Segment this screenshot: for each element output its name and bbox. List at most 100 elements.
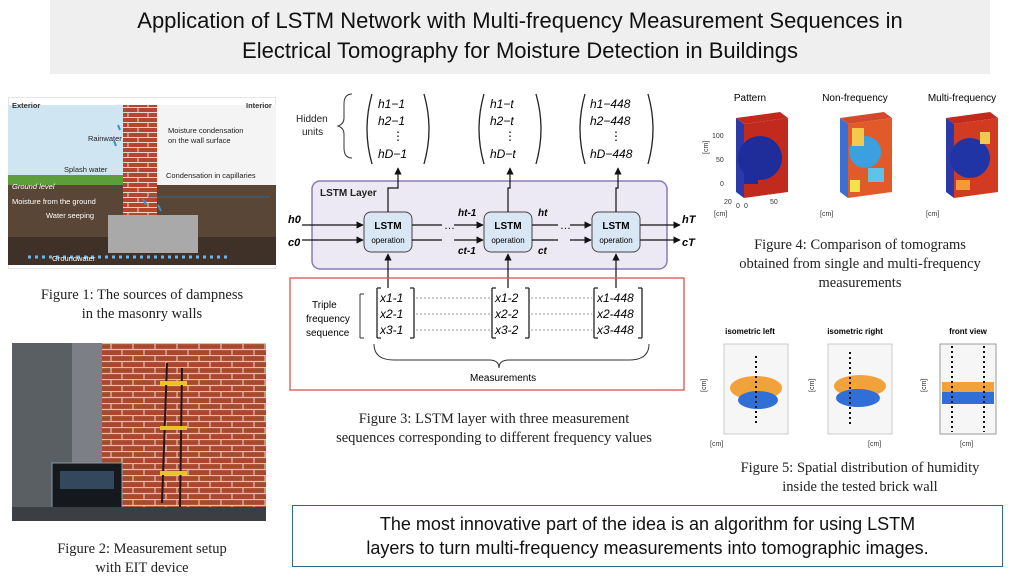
x-mid-1: x2-2: [494, 307, 519, 321]
lstm-cell-2: [483, 211, 533, 253]
hidden-units-label-1: Hidden: [296, 114, 328, 125]
fig5-axis-unit-y1: [cm]: [701, 379, 708, 392]
fig5-axis-unit-y2: [cm]: [809, 379, 816, 392]
fig4-tick-50b: 50: [770, 199, 778, 206]
input-vector-first: x1-1 x2-1 x3-1: [376, 287, 415, 339]
x-last-2: x3-448: [596, 323, 634, 337]
innovation-box: [292, 505, 1003, 567]
h-mid-1: h2−t: [490, 114, 514, 128]
lstm-cell-1-sub: operation: [371, 236, 404, 245]
innovation-statement: The most innovative part of the idea is …: [292, 512, 1003, 560]
fig4-tick-50: 50: [716, 157, 724, 164]
fig5-label-isometric-right: isometric right: [827, 327, 883, 336]
figure-4-caption-line-1: Figure 4: Comparison of tomograms: [754, 237, 966, 253]
label-condensation-wall-1: Moisture condensation: [168, 126, 243, 135]
figure-2-caption: Figure 2: Measurement setup with EIT dev…: [4, 540, 280, 578]
eit-device-panel: [60, 471, 114, 489]
figure-1-caption: Figure 1: The sources of dampness in the…: [4, 286, 280, 324]
measurements-brace: [373, 343, 650, 369]
label-interior: Interior: [246, 101, 272, 110]
measurements-box: [289, 277, 685, 391]
x-mid-0: x1-2: [494, 291, 519, 305]
hidden-units-label-2: units: [302, 127, 323, 138]
tomogram-pattern: [736, 112, 788, 198]
figure-2-caption-line-2: with EIT device: [95, 560, 189, 576]
sky-area: [8, 105, 123, 180]
input-dotted-links: [416, 297, 592, 331]
brick-wall: [123, 105, 157, 217]
fig5-axis-unit-x3: [cm]: [960, 441, 973, 448]
grass-strip: [8, 175, 123, 185]
hidden-vector-mid: h1−t h2−t ⋮ hD−t: [478, 93, 542, 165]
figure-4-caption-line-2: obtained from single and multi-frequency: [739, 256, 981, 272]
fig5-axis-unit-x1: [cm]: [710, 441, 723, 448]
fig4-tick-0: 0: [720, 181, 724, 188]
lstm-cell-3-title: LSTM: [602, 221, 629, 232]
label-ct: ct: [538, 246, 548, 257]
fig4-axis-unit-x3: [cm]: [926, 211, 939, 218]
x-first-1: x2-1: [379, 307, 403, 321]
figure-4-tomograms: Pattern Non-frequency Multi-frequency 10…: [703, 93, 998, 218]
lstm-cell-1: [363, 211, 413, 253]
h-first-3: hD−1: [378, 147, 407, 161]
label-splash-water: Splash water: [64, 165, 108, 174]
figure-1-caption-line-2: in the masonry walls: [81, 306, 203, 322]
fig4-label-multi-frequency: Multi-frequency: [928, 93, 996, 104]
dots-1: …: [444, 220, 455, 232]
humidity-plot-right: [827, 343, 893, 435]
label-c0: c0: [288, 237, 301, 249]
h-first-1: h2−1: [378, 114, 405, 128]
electrode-rods: [161, 362, 183, 509]
interior-space: [157, 105, 276, 185]
innovation-line-1: The most innovative part of the idea is …: [379, 514, 916, 534]
figure-1-caption-line-1: Figure 1: The sources of dampness: [40, 287, 244, 303]
fig4-axis-unit-x2: [cm]: [820, 211, 833, 218]
figure-5-humidity: isometric left isometric right front vie…: [701, 327, 997, 448]
tomogram-multi-frequency: [946, 112, 998, 198]
lstm-cell-3-sub: operation: [599, 236, 632, 245]
humidity-plot-left: [723, 343, 789, 435]
label-ct-1: ct-1: [458, 246, 476, 257]
lstm-cell-2-sub: operation: [491, 236, 524, 245]
figure-4-caption: Figure 4: Comparison of tomograms obtain…: [702, 236, 1018, 293]
triple-label-2: frequency: [306, 314, 350, 325]
figure-5-caption-line-1: Figure 5: Spatial distribution of humidi…: [740, 460, 980, 476]
h-mid-2: ⋮: [504, 129, 516, 143]
figure-3-caption-line-1: Figure 3: LSTM layer with three measurem…: [358, 411, 630, 427]
label-condensation-wall-2: on the wall surface: [168, 136, 231, 145]
h-mid-3: hD−t: [490, 147, 516, 161]
fig4-label-pattern: Pattern: [734, 93, 766, 104]
x-last-0: x1-448: [596, 291, 634, 305]
figure-3-caption-line-2: sequences corresponding to different fre…: [336, 430, 652, 446]
label-condensation-capillaries: Condensation in capillaries: [166, 171, 256, 180]
input-vector-last: x1-448 x2-448 x3-448: [593, 287, 643, 339]
hidden-vector-last: h1−448 h2−448 ⋮ hD−448: [579, 93, 654, 165]
title-line-2: Electrical Tomography for Moisture Detec…: [242, 38, 798, 63]
h-last-1: h2−448: [590, 114, 631, 128]
lstm-layer-label: LSTM Layer: [320, 188, 377, 199]
h-mid-0: h1−t: [490, 97, 514, 111]
innovation-line-2: layers to turn multi-frequency measureme…: [366, 538, 929, 558]
x-first-2: x3-1: [379, 323, 403, 337]
lstm-cell-2-title: LSTM: [494, 221, 521, 232]
fig5-axis-unit-x2: [cm]: [868, 441, 881, 448]
figure-2-caption-line-1: Figure 2: Measurement setup: [57, 541, 227, 557]
figure-5-caption-line-2: inside the tested brick wall: [782, 479, 938, 495]
yellow-clamps: [160, 381, 187, 475]
label-ground-level: Ground level: [12, 182, 55, 191]
fig5-label-front-view: front view: [949, 327, 988, 336]
h-last-3: hD−448: [590, 147, 633, 161]
figure-1-dampness-illustration: Exterior Interior Rainwater Splash water…: [8, 97, 276, 269]
fig4-tick-0b: 0: [736, 203, 740, 210]
fig4-axis-unit-y: [cm]: [703, 141, 710, 154]
fig5-label-isometric-left: isometric left: [725, 327, 775, 336]
label-rainwater: Rainwater: [88, 134, 122, 143]
measurements-label: Measurements: [470, 373, 536, 384]
floor: [12, 507, 266, 521]
label-hT: hT: [682, 214, 696, 226]
tomogram-non-frequency: [840, 112, 892, 198]
figure-5-caption: Figure 5: Spatial distribution of humidi…: [702, 459, 1018, 497]
fig4-label-non-frequency: Non-frequency: [822, 93, 888, 104]
fig4-axis-unit-x1: [cm]: [714, 211, 727, 218]
title-line-1: Application of LSTM Network with Multi-f…: [137, 8, 903, 33]
